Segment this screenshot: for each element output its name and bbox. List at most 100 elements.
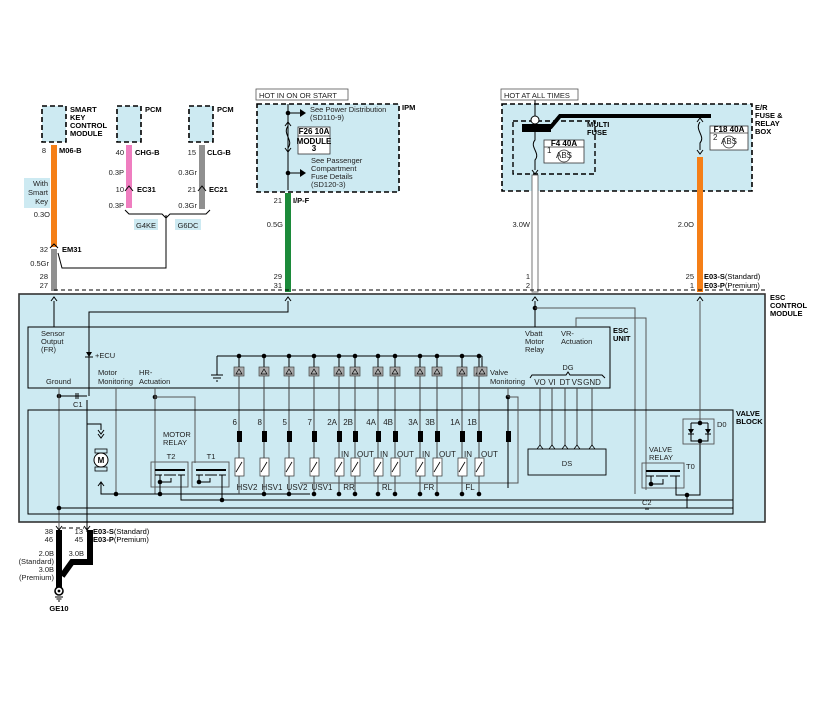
valve-monitoring-2: Monitoring xyxy=(490,377,525,386)
smart-key-note-1: With xyxy=(33,179,48,188)
smart-key-label-4: MODULE xyxy=(70,129,103,138)
pcm-g6dc: PCM xyxy=(188,105,234,143)
vbatt-3: Relay xyxy=(525,345,544,354)
esc-module-label-3: MODULE xyxy=(770,309,803,318)
driver-4B xyxy=(389,353,401,458)
fuse-f26-label: F26 10A xyxy=(299,127,330,136)
driver-2B xyxy=(349,353,361,458)
hot-at-all-times-box xyxy=(500,88,579,101)
esc-pin-28: 28 xyxy=(40,272,48,281)
smart-key-label-3: CONTROL xyxy=(70,121,107,130)
valve-4A: 4A xyxy=(366,418,384,497)
diode-d0: D0 xyxy=(717,420,727,429)
esc-module-label-2: CONTROL xyxy=(770,301,807,310)
driver-4A xyxy=(372,353,384,458)
driver-1A xyxy=(456,353,468,458)
driver-2A xyxy=(333,353,345,458)
gnd-wire-right: 3.0B xyxy=(69,549,84,558)
wire-spec-2-0o: 2.0O xyxy=(678,220,694,229)
wire-spec-3-0w: 3.0W xyxy=(512,220,530,229)
solenoid-icon xyxy=(457,457,468,477)
ipm-label: IPM xyxy=(402,103,415,112)
ipm-note2-4: (SD120-3) xyxy=(311,180,346,189)
valve-monitoring-1: Valve xyxy=(490,368,508,377)
valve-io-label: IN xyxy=(464,450,472,459)
ecu-label: +ECU xyxy=(95,351,115,360)
gnd-wire-4: (Premium) xyxy=(19,573,55,582)
wire-pcm-to-em31 xyxy=(57,215,167,269)
dg-pin-VS: VS xyxy=(572,378,582,450)
multi-fuse-label-2: FUSE xyxy=(587,128,607,137)
svg-text:DT: DT xyxy=(560,378,571,387)
valve-name-label: RR xyxy=(343,483,355,492)
valve-6: 6 xyxy=(233,418,245,494)
gnd-pin-45: 45 xyxy=(75,535,83,544)
driver-7 xyxy=(308,353,320,458)
driver-valve-monitoring xyxy=(476,366,488,377)
valve-io-label: OUT xyxy=(481,450,498,459)
solenoid-icon xyxy=(415,457,426,477)
variant-g6dc-box xyxy=(175,219,201,230)
driver-5 xyxy=(283,353,295,458)
solenoid-icon xyxy=(234,457,245,477)
fuse-f4-label: F4 40A xyxy=(551,139,577,148)
valve-name-label: RL xyxy=(382,483,393,492)
ds-box xyxy=(527,448,607,476)
busbar xyxy=(522,124,551,132)
wire-spec-0-5gr: 0.5Gr xyxy=(30,259,49,268)
gnd-pin-13: 13 xyxy=(75,527,83,536)
valve-pin-label: 1B xyxy=(467,418,477,427)
vr-actuation-1: VR- xyxy=(561,329,574,338)
smart-key-label-2: KEY xyxy=(70,113,85,122)
driver-3B xyxy=(431,353,443,458)
connector-chg-b: CHG-B xyxy=(135,148,160,157)
valve-relay-1: VALVE xyxy=(649,445,672,454)
variant-g4ke: G4KE xyxy=(136,221,156,230)
pin-21-ipm: 21 xyxy=(274,196,282,205)
connector-m06b: M06-B xyxy=(59,146,82,155)
solenoid-icon xyxy=(432,457,443,477)
sensor-output-3: (FR) xyxy=(41,345,56,354)
fuse-module-label: MODULE xyxy=(297,137,332,146)
valve-relay-2: RELAY xyxy=(649,453,673,462)
valve-block xyxy=(27,409,734,515)
valve-io-label: OUT xyxy=(357,450,374,459)
d0-box xyxy=(682,418,715,445)
valve-io-label: IN xyxy=(341,450,349,459)
motor-relay-1: MOTOR xyxy=(163,430,191,439)
abs-label-f18: ABS xyxy=(721,137,737,146)
ground-ge10: GE10 xyxy=(49,604,68,613)
esc-pin-31: 31 xyxy=(274,281,282,290)
fuse-f26-box xyxy=(297,126,331,155)
esc-pin-1-w: 1 xyxy=(526,272,530,281)
valve-io-label: IN xyxy=(380,450,388,459)
pcm-label-2: PCM xyxy=(217,105,234,114)
valve-name-label: FL xyxy=(465,483,475,492)
ipm-note2-3: Fuse Details xyxy=(311,172,353,181)
c1-label: C1 xyxy=(73,400,83,409)
pin-8: 8 xyxy=(42,146,46,155)
relay-t0: T0 xyxy=(686,462,695,471)
smart-key-control-module: SMART KEY CONTROL MODULE xyxy=(41,105,107,143)
valve-8: 8 xyxy=(258,418,270,497)
valve-io-label: IN xyxy=(422,450,430,459)
valve-pin-label: 2B xyxy=(343,418,353,427)
smart-key-label-1: SMART xyxy=(70,105,97,114)
solenoid-icon xyxy=(390,457,401,477)
solenoid-icon xyxy=(474,457,485,477)
pcm-label-1: PCM xyxy=(145,105,162,114)
wire-spec-0-3gr-1: 0.3Gr xyxy=(178,168,197,177)
svg-text:VO: VO xyxy=(534,378,546,387)
esc-unit-label-1: ESC xyxy=(613,326,629,335)
connector-ip-f: I/P-F xyxy=(293,196,310,205)
ipm-note2-1: See Passenger xyxy=(311,156,363,165)
valve-pin-label: 2A xyxy=(327,418,337,427)
dg-pin-GND: GND xyxy=(583,378,601,450)
valve-pin-label: 8 xyxy=(258,418,263,427)
variant-g4ke-box xyxy=(134,219,158,230)
fuse-f18-label: F18 40A xyxy=(714,125,745,134)
abs-icon xyxy=(557,149,571,163)
